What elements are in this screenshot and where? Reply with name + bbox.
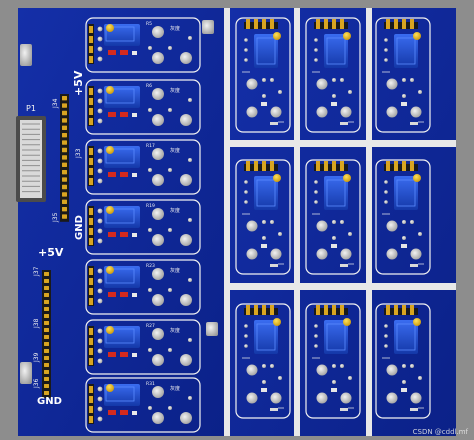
label-p1: P1 [26, 104, 36, 113]
sensor-module-icon: R31 灰度 [85, 377, 201, 433]
module-ref-label: R19 [146, 203, 155, 209]
sensor-module-icon: R6 灰度 [85, 79, 201, 135]
trimmer-potentiometer-icon [254, 34, 278, 68]
label-j35: J35 [52, 212, 59, 223]
module-ref-label: R5 [146, 21, 152, 27]
sensor-module-icon [305, 159, 361, 275]
module-text-label: 灰度 [170, 267, 180, 274]
module-text-label: 灰度 [170, 207, 180, 214]
pin-header-icon [42, 270, 51, 398]
module-ref-label: R27 [146, 323, 155, 329]
label-j33: J33 [75, 148, 82, 159]
board-divider [224, 8, 230, 436]
sensor-module-icon [375, 303, 431, 419]
sensor-module-icon [305, 17, 361, 133]
sensor-module-icon: R23 灰度 [85, 259, 201, 315]
module-ref-label: R17 [146, 143, 155, 149]
sensor-module-icon [235, 303, 291, 419]
label-gnd-top: GND [74, 215, 85, 240]
module-text-label: 灰度 [170, 385, 180, 392]
sensor-module-icon [305, 303, 361, 419]
label-j37: J37 [33, 266, 40, 277]
sensor-module-icon [235, 159, 291, 275]
module-text-label: 灰度 [170, 25, 180, 32]
trimmer-potentiometer-icon [324, 34, 348, 68]
module-ref-label: R6 [146, 83, 152, 89]
label-plus5v-top: +5V [72, 70, 85, 96]
sensor-module-icon: R19 灰度 [85, 199, 201, 255]
module-text-label: 灰度 [170, 87, 180, 94]
trimmer-potentiometer-icon [394, 176, 418, 210]
trimmer-potentiometer-icon [324, 176, 348, 210]
left-sensor-column: R5 灰度 R6 灰度 R17 灰度 R19 灰度 R23 灰度 R27 灰度 R31 灰度 [85, 17, 201, 433]
module-text-label: 灰度 [170, 147, 180, 154]
label-j38: J38 [33, 318, 40, 329]
sensor-module-icon: R5 灰度 [85, 17, 201, 73]
module-text-label: 灰度 [170, 327, 180, 334]
trimmer-potentiometer-icon [254, 320, 278, 354]
trimmer-potentiometer-icon [254, 176, 278, 210]
connector-area: P1 +5V J34 J33 J35 GND +5V J37 J38 J39 J… [16, 20, 218, 407]
sensor-module-icon: R17 灰度 [85, 139, 201, 195]
module-ref-label: R23 [146, 263, 155, 269]
watermark: CSDN @cddl.mf [413, 428, 469, 436]
right-sensor-grid [235, 17, 431, 419]
label-j34: J34 [52, 98, 59, 109]
trimmer-potentiometer-icon [324, 320, 348, 354]
module-ref-label: R31 [146, 381, 155, 387]
sensor-module-icon: R27 灰度 [85, 319, 201, 375]
sensor-module-icon [375, 159, 431, 275]
label-plus5v-left: +5V [38, 246, 64, 259]
sensor-module-icon [375, 17, 431, 133]
label-j36: J36 [33, 378, 40, 389]
label-j39: J39 [33, 352, 40, 363]
trimmer-potentiometer-icon [394, 320, 418, 354]
label-gnd-bottom: GND [37, 396, 62, 407]
trimmer-potentiometer-icon [394, 34, 418, 68]
sensor-module-icon [235, 17, 291, 133]
pin-header-icon [60, 94, 69, 222]
right-grid-cutouts [230, 8, 456, 436]
